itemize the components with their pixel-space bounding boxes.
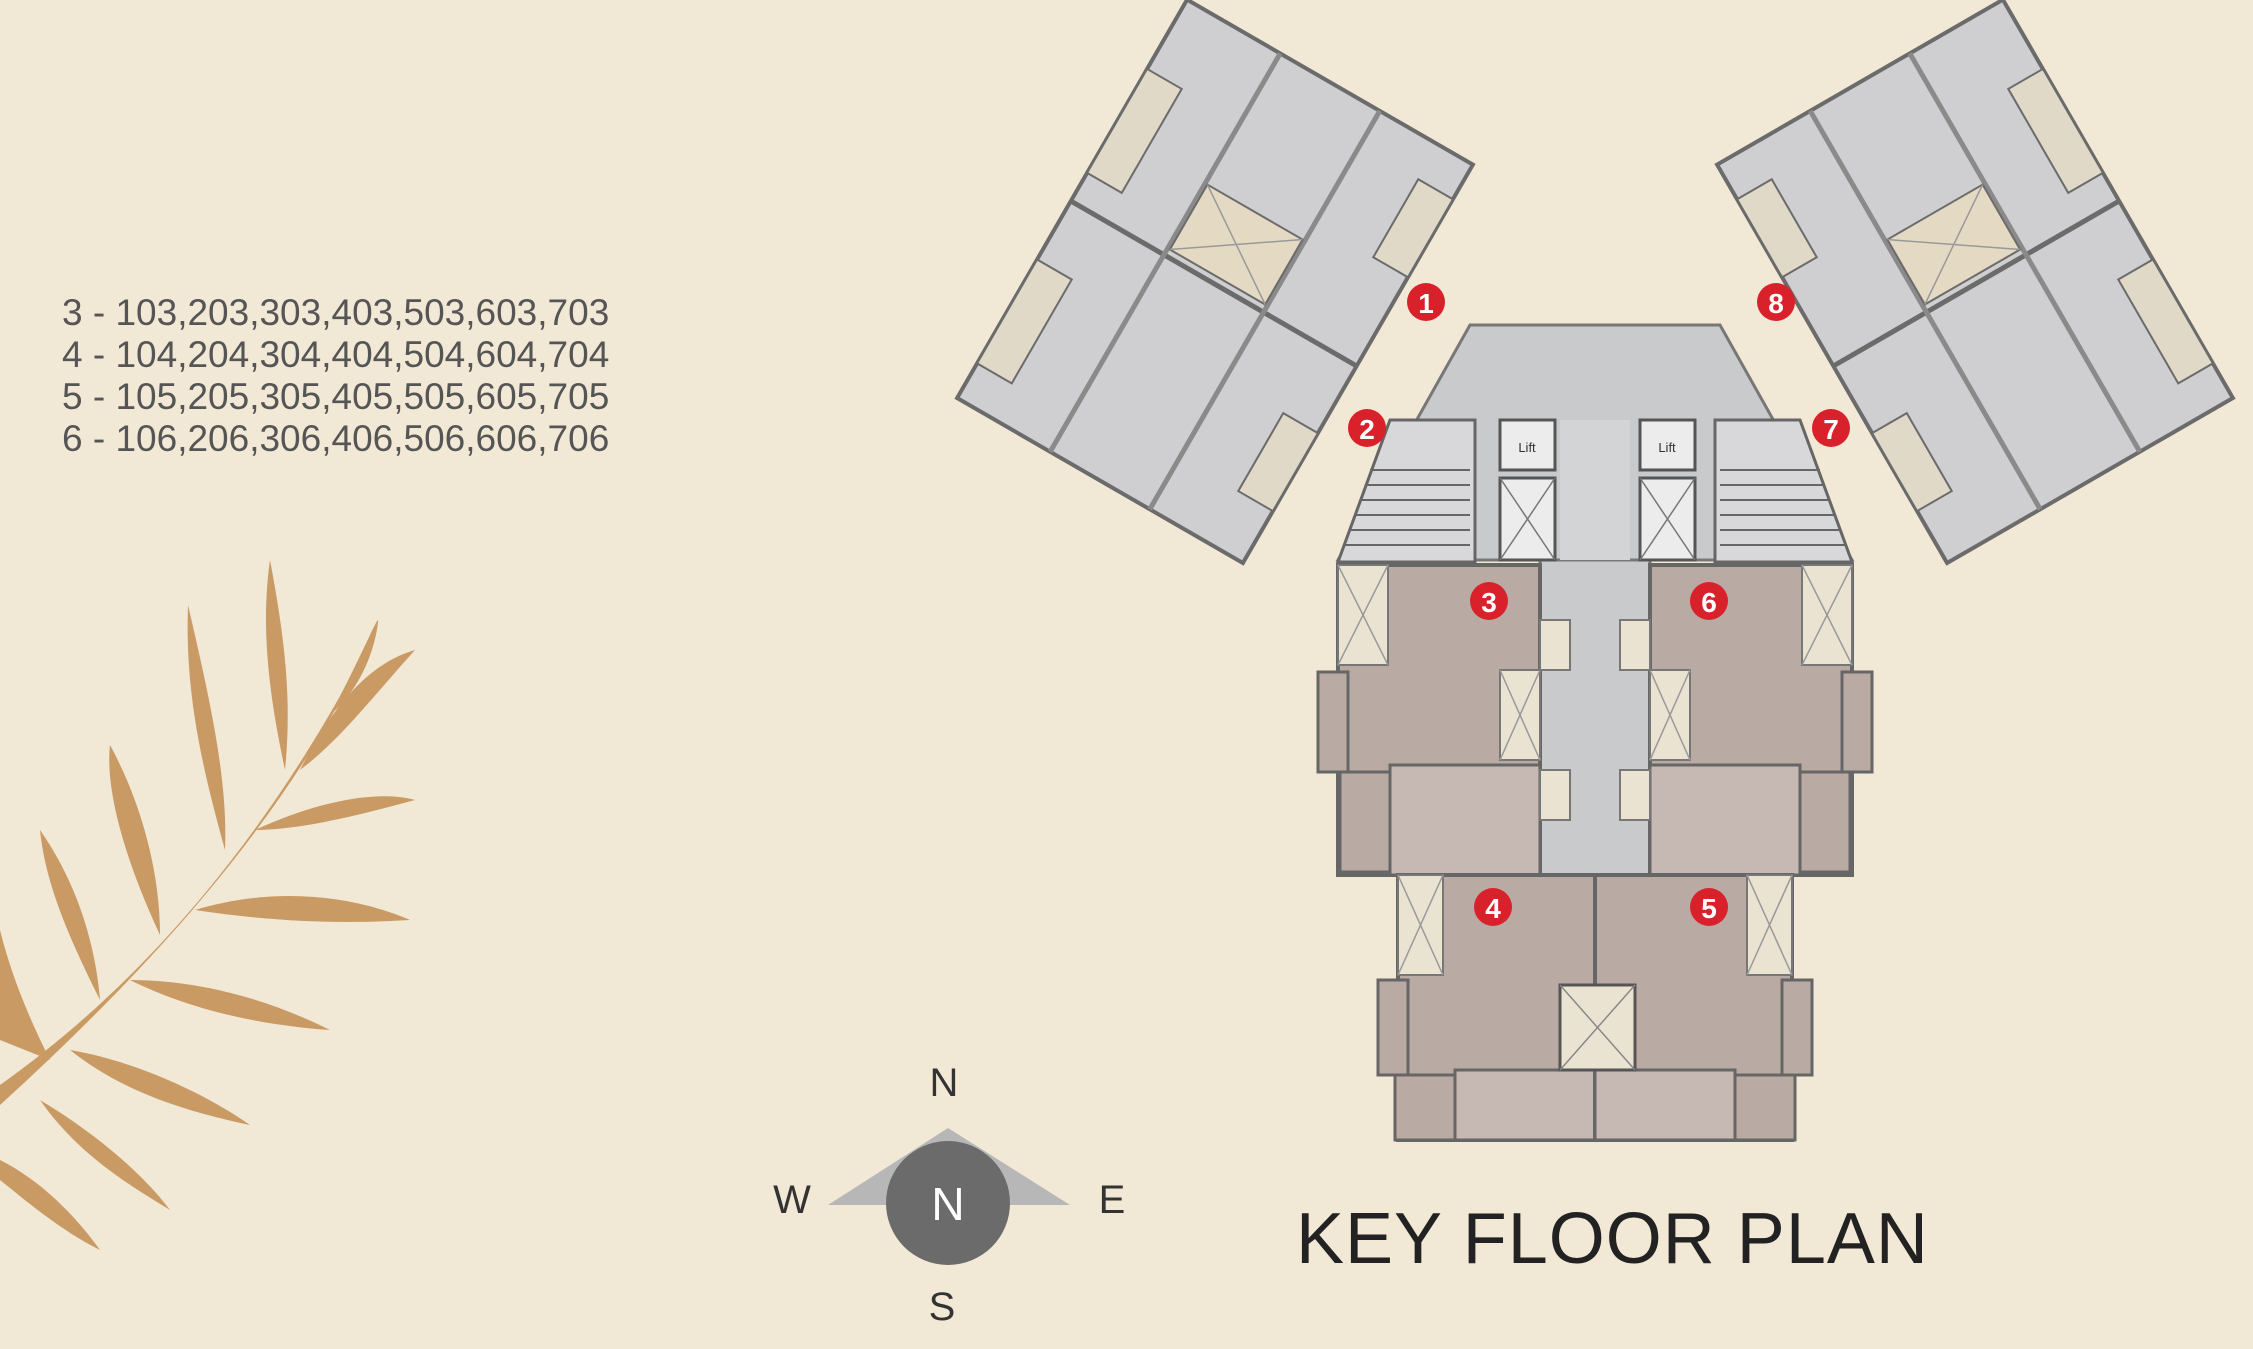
middle-tower-units-3-6 — [1316, 563, 1874, 877]
unit-marker-label: 1 — [1418, 288, 1434, 319]
compass-center-label: N — [931, 1178, 964, 1230]
unit-marker-label: 4 — [1485, 893, 1501, 924]
compass-north: N — [930, 1061, 959, 1105]
unit-marker-4: 4 — [1474, 888, 1512, 926]
legend-line-4: 4 - 104,204,304,404,504,604,704 — [62, 334, 610, 375]
unit-marker-5: 5 — [1690, 888, 1728, 926]
stair-lift-blocks: Lift Lift — [1335, 418, 1855, 564]
leaf-decoration — [0, 560, 415, 1250]
lift-label-right: Lift — [1658, 440, 1676, 455]
unit-number-legend: 3 - 103,203,303,403,503,603,703 4 - 104,… — [62, 292, 609, 460]
unit-marker-2: 2 — [1348, 409, 1386, 447]
unit-markers: 1 2 3 4 5 6 7 8 — [1348, 283, 1850, 926]
unit-marker-label: 8 — [1768, 288, 1784, 319]
unit-marker-8: 8 — [1757, 283, 1795, 321]
unit-marker-label: 5 — [1701, 893, 1717, 924]
unit-marker-label: 2 — [1359, 414, 1375, 445]
compass-south: S — [929, 1285, 956, 1329]
unit-marker-3: 3 — [1470, 582, 1508, 620]
compass-west: W — [773, 1178, 811, 1222]
left-wing-units — [954, 0, 1476, 566]
compass-east: E — [1099, 1178, 1126, 1222]
legend-line-6: 6 - 106,206,306,406,506,606,706 — [62, 418, 610, 459]
unit-marker-6: 6 — [1690, 582, 1728, 620]
unit-marker-7: 7 — [1812, 409, 1850, 447]
page-title: KEY FLOOR PLAN — [1296, 1199, 1929, 1279]
unit-marker-label: 3 — [1481, 587, 1497, 618]
lift-label-left: Lift — [1518, 440, 1536, 455]
right-wing-units — [1714, 0, 2236, 566]
compass: N N S W E — [773, 1061, 1125, 1329]
lower-tower-units-4-5 — [1376, 873, 1814, 1142]
legend-line-5: 5 - 105,205,305,405,505,605,705 — [62, 376, 610, 417]
unit-marker-label: 7 — [1823, 414, 1839, 445]
unit-marker-label: 6 — [1701, 587, 1717, 618]
unit-marker-1: 1 — [1407, 283, 1445, 321]
legend-line-3: 3 - 103,203,303,403,503,603,703 — [62, 292, 610, 333]
